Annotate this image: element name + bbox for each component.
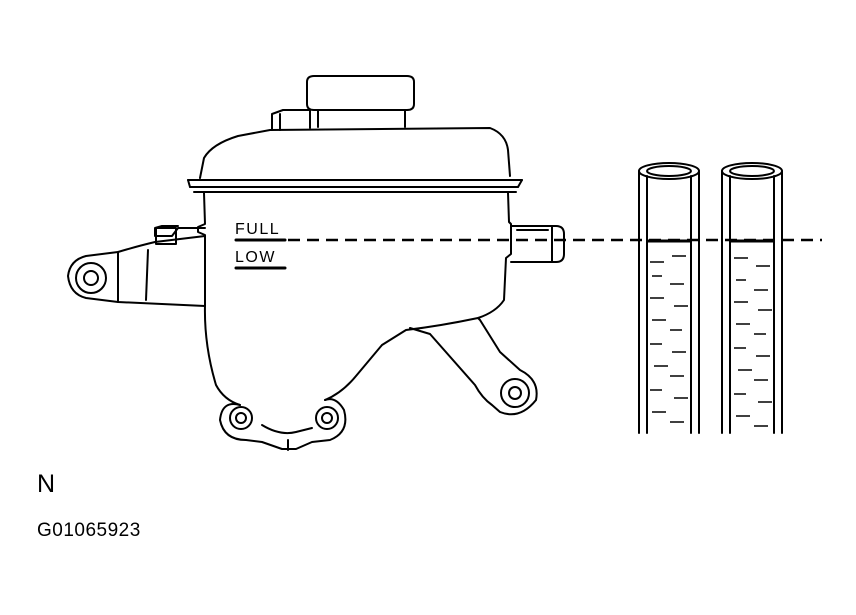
reservoir-right-wall (324, 192, 512, 401)
low-label: LOW (235, 249, 276, 266)
top-fitting (271, 109, 311, 131)
full-label: FULL (235, 221, 280, 238)
tube-left (638, 162, 700, 434)
bottom-mount-lugs (219, 398, 347, 451)
tube-left-fluid (650, 255, 688, 423)
seam-band (187, 179, 523, 193)
right-mount-bracket (409, 317, 538, 416)
hose-nipple (510, 225, 565, 263)
reservoir-cap (306, 75, 415, 128)
figure-id: G01065923 (37, 520, 141, 541)
tube-right (721, 162, 783, 434)
reservoir-top-dome (199, 127, 511, 179)
left-tab (154, 225, 206, 245)
tube-right-fluid (734, 257, 772, 427)
reservoir-body (197, 192, 241, 406)
view-label: N (37, 470, 56, 498)
left-mount-bracket (67, 235, 206, 307)
